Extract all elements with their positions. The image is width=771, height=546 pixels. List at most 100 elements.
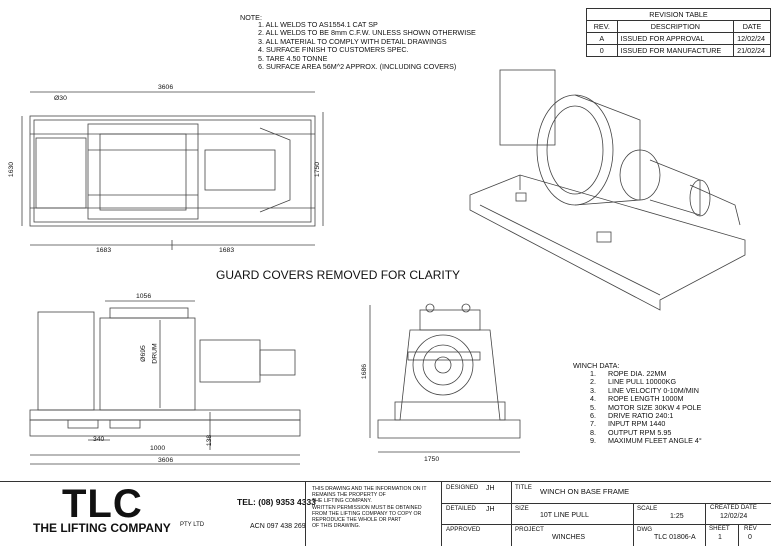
detailed-cell: DETAILED JH <box>441 503 512 525</box>
title-label: TITLE <box>515 484 532 491</box>
note-item: 2. ALL WELDS TO BE 8mm C.F.W. UNLESS SHO… <box>258 28 476 38</box>
title-cell: TITLE WINCH ON BASE FRAME <box>511 482 771 504</box>
winch-data-item: 6. DRIVE RATIO 240:1 <box>590 410 673 420</box>
rev-cell: REV 0 <box>738 524 771 546</box>
company-acn: ACN 097 438 269 <box>250 523 306 530</box>
side-top-dim: 1056 <box>136 293 152 300</box>
winch-data-heading: WINCH DATA: <box>573 361 620 370</box>
disclaimer-line: REMAINS THE PROPERTY OF <box>312 492 386 499</box>
company-name: THE LIFTING COMPANY <box>33 521 171 535</box>
note-item: 1. ALL WELDS TO AS1554.1 CAT SP <box>258 20 378 29</box>
drawing-title: WINCH ON BASE FRAME <box>540 487 630 496</box>
winch-data-item: 2. LINE PULL 10000KG <box>590 377 676 387</box>
table-row: 0 ISSUED FOR MANUFACTURE 21/02/24 <box>586 44 771 57</box>
disclaimer-line: WRITTEN PERMISSION MUST BE OBTAINED <box>312 504 422 511</box>
winch-data-item: 4. ROPE LENGTH 1000M <box>590 394 684 404</box>
drawing-area <box>21 69 746 465</box>
disclaimer-line: FROM THE LIFTING COMPANY TO COPY OR <box>312 510 422 517</box>
winch-data-value: ROPE LENGTH 1000M <box>608 394 684 404</box>
table-row: A ISSUED FOR APPROVAL 12/02/24 <box>586 32 771 45</box>
side-view <box>29 300 301 465</box>
winch-data-number: 8. <box>590 427 596 437</box>
plan-half-left-dim: 1683 <box>96 247 112 254</box>
winch-data-number: 1. <box>590 369 596 378</box>
isometric-view <box>469 69 746 311</box>
size-cell: SIZE 10T LINE PULL <box>511 503 634 525</box>
detailed-label: DETAILED <box>446 505 476 512</box>
description-cell: ISSUED FOR MANUFACTURE <box>616 44 735 57</box>
scale-label: SCALE <box>637 505 658 512</box>
scale-cell: SCALE 1:25 <box>633 503 706 525</box>
winch-data-number: 9. <box>590 436 596 446</box>
sheet-value: 1 <box>718 534 722 541</box>
plan-diameter-dim: Ø30 <box>54 95 67 102</box>
size-label: SIZE <box>515 505 529 512</box>
disclaimer-line: OF THIS DRAWING. <box>312 523 361 530</box>
project-value: WINCHES <box>552 534 586 541</box>
winch-data-number: 6. <box>590 410 596 420</box>
guard-note: GUARD COVERS REMOVED FOR CLARITY <box>216 268 461 282</box>
plan-length-dim: 3606 <box>158 84 174 91</box>
scale-value: 1:25 <box>670 513 684 520</box>
winch-data-value: OUTPUT RPM 5.95 <box>608 427 672 437</box>
winch-data-number: 3. <box>590 385 596 395</box>
note-item: 4. SURFACE FINISH TO CUSTOMERS SPEC. <box>258 45 409 55</box>
approved-cell: APPROVED <box>441 524 512 546</box>
plan-half-right-dim: 1683 <box>219 247 235 254</box>
disclaimer-line: REPRODUCE THE WHOLE OR PART <box>312 517 402 524</box>
winch-data-value: LINE PULL 10000KG <box>608 377 677 387</box>
size-value: 10T LINE PULL <box>540 512 589 519</box>
sheet-label: SHEET <box>709 525 730 532</box>
note-item: 3. ALL MATERIAL TO COMPLY WITH DETAIL DR… <box>258 36 447 46</box>
winch-data-item: 1. ROPE DIA. 22MM <box>590 369 666 378</box>
winch-data-item: 3. LINE VELOCITY 0-10M/MIN <box>590 385 699 395</box>
winch-data-item: 5. MOTOR SIZE 30KW 4 POLE <box>590 402 701 412</box>
created-cell: CREATED DATE 12/02/24 <box>705 503 771 525</box>
company-logo: TLC <box>62 482 143 526</box>
drum-label: DRUM <box>151 343 159 364</box>
designed-value: JH <box>486 485 495 492</box>
end-height-dim: 1686 <box>361 363 369 380</box>
winch-data-value: INPUT RPM 1440 <box>608 419 666 429</box>
plan-width-left-dim: 1630 <box>8 161 16 178</box>
designed-label: DESIGNED <box>446 484 479 491</box>
note-item: 6. SURFACE AREA 56M^2 APPROX. (INCLUDING… <box>258 62 457 72</box>
winch-data-item: 9.MAXIMUM FLEET ANGLE 4° <box>590 436 702 446</box>
end-width-dim: 1750 <box>424 456 440 463</box>
plan-view <box>21 91 324 250</box>
detailed-value: JH <box>486 506 495 513</box>
approved-label: APPROVED <box>446 526 481 533</box>
dwg-cell: DWG TLC 01806-A <box>633 524 706 546</box>
company-suffix: PTY LTD <box>180 522 205 528</box>
winch-data-item: 7. INPUT RPM 1440 <box>590 419 665 429</box>
title-block: TLC THE LIFTING COMPANY PTY LTD TEL: (08… <box>0 481 771 546</box>
winch-data-number: 4. <box>590 394 596 404</box>
project-cell: PROJECT WINCHES <box>511 524 634 546</box>
company-phone: TEL: (08) 9353 4333 <box>237 497 316 507</box>
sheet-cell: SHEET 1 <box>705 524 739 546</box>
winch-data-value: DRIVE RATIO 240:1 <box>608 410 674 420</box>
side-mid-dim: 1000 <box>150 445 166 452</box>
notes-heading: NOTE: <box>240 13 262 22</box>
date-cell: 21/02/24 <box>733 44 771 57</box>
disclaimer-line: THIS DRAWING AND THE INFORMATION ON IT <box>312 486 427 492</box>
created-value: 12/02/24 <box>720 513 748 520</box>
created-label: CREATED DATE <box>710 504 757 511</box>
winch-data-item: 8. OUTPUT RPM 5.95 <box>590 427 671 437</box>
rev-label: REV <box>744 525 757 532</box>
winch-data-value: ROPE DIA. 22MM <box>608 369 667 378</box>
winch-data-number: 2. <box>590 377 596 387</box>
winch-data-number: 7. <box>590 419 596 429</box>
drum-diameter-dim: Ø695 <box>139 345 147 362</box>
plan-width-right-dim: 1750 <box>314 161 322 178</box>
winch-data-value: LINE VELOCITY 0-10M/MIN <box>608 385 699 395</box>
dwg-label: DWG <box>637 526 653 533</box>
note-item: 5. TARE 4.50 TONNE <box>258 53 328 63</box>
project-label: PROJECT <box>515 526 544 533</box>
rev-value: 0 <box>748 534 752 541</box>
designed-cell: DESIGNED JH <box>441 482 512 504</box>
winch-data-number: 5. <box>590 402 596 412</box>
winch-data-value: MOTOR SIZE 30KW 4 POLE <box>608 402 702 412</box>
